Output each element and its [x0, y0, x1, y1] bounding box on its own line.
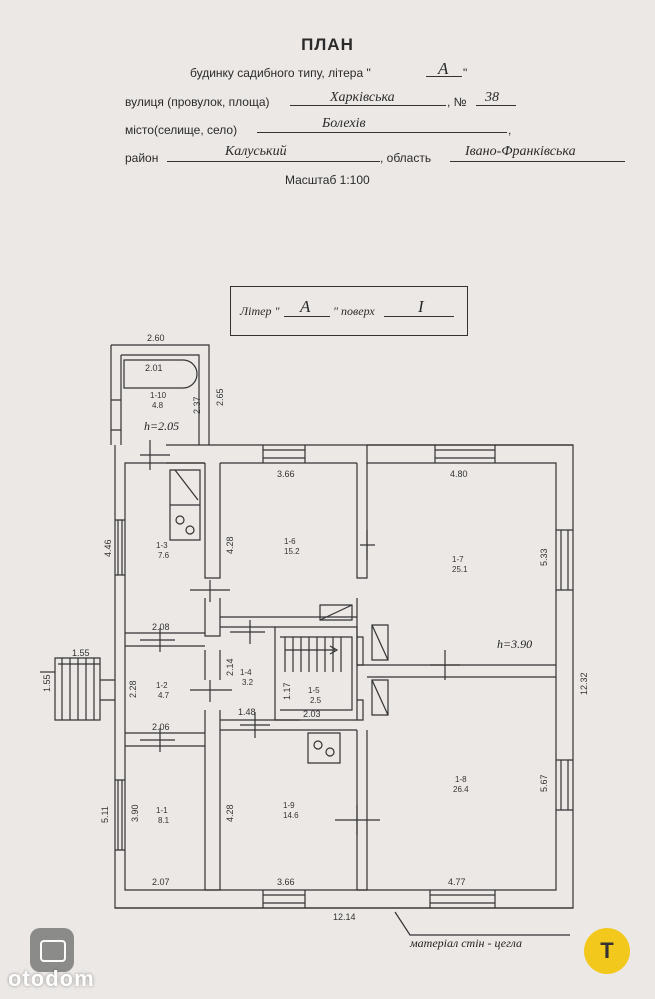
room-1-3-id: 1-3	[156, 541, 168, 550]
dim-1-17: 1.17	[282, 682, 292, 700]
dim-4-28-bot: 4.28	[225, 804, 235, 822]
room-1-2-area: 4.7	[158, 691, 170, 700]
height-small: h=2.05	[144, 419, 179, 433]
district-label: район	[125, 151, 159, 165]
dim-5-33: 5.33	[539, 548, 549, 566]
dim-12-14: 12.14	[333, 912, 356, 922]
room-1-6-area: 15.2	[284, 547, 300, 556]
city-label: місто(селище, село)	[125, 123, 238, 137]
room-1-8-area: 26.4	[453, 785, 469, 794]
room-1-9-area: 14.6	[283, 811, 299, 820]
room-1-4-area: 3.2	[242, 678, 254, 687]
text-recognition-icon[interactable]: T	[584, 928, 630, 974]
dim-12-32: 12.32	[579, 672, 589, 695]
region-value: Івано-Франківська	[465, 144, 576, 159]
room-1-3-area: 7.6	[158, 551, 170, 560]
room-1-2-id: 1-2	[156, 681, 168, 690]
floor-letter-value: А	[300, 297, 311, 316]
height-main: h=3.90	[497, 637, 532, 651]
camera-icon[interactable]	[30, 928, 74, 972]
number-label: , №	[447, 95, 467, 109]
dim-2-07: 2.07	[152, 877, 170, 887]
dim-5-67: 5.67	[539, 774, 549, 792]
room-1-10-area: 4.8	[152, 401, 164, 410]
floor-number-value: I	[418, 297, 424, 316]
dim-1-48: 1.48	[238, 707, 256, 717]
room-1-10-id: 1-10	[150, 391, 167, 400]
dim-1-55-top: 1.55	[72, 648, 90, 658]
dim-4-77: 4.77	[448, 877, 466, 887]
dim-2-06: 2.06	[152, 722, 170, 732]
floor-letter-label: Літер "	[240, 304, 280, 318]
room-1-1-id: 1-1	[156, 806, 168, 815]
room-1-6-id: 1-6	[284, 537, 296, 546]
street-label: вулиця (провулок, площа)	[125, 95, 270, 109]
dim-3-90: 3.90	[130, 804, 140, 822]
room-1-1-area: 8.1	[158, 816, 170, 825]
dim-2-08: 2.08	[152, 622, 170, 632]
subtitle-prefix: будинку садибного типу, літера "	[190, 66, 371, 80]
dim-1-55-side: 1.55	[42, 674, 52, 692]
dim-3-66-top: 3.66	[277, 469, 295, 479]
dim-2-01: 2.01	[145, 363, 163, 373]
dim-4-80: 4.80	[450, 469, 468, 479]
scale-label: Масштаб 1:100	[285, 173, 370, 187]
dim-2-60: 2.60	[147, 333, 165, 343]
room-1-5-area: 2.5	[310, 696, 322, 705]
dim-3-66-bot: 3.66	[277, 877, 295, 887]
page-title: ПЛАН	[301, 35, 354, 54]
subtitle-letter: А	[438, 59, 449, 78]
city-value: Болехів	[322, 116, 366, 131]
street-value: Харківська	[330, 90, 395, 105]
room-1-7-area: 25.1	[452, 565, 468, 574]
number-value: 38	[485, 90, 499, 105]
floor-box	[230, 286, 468, 336]
dim-2-65: 2.65	[215, 388, 225, 406]
dim-5-11: 5.11	[100, 806, 110, 823]
room-1-4-id: 1-4	[240, 668, 252, 677]
wall-material: матеріал стін - цегла	[409, 936, 522, 950]
room-1-8-id: 1-8	[455, 775, 467, 784]
district-value: Калуський	[225, 144, 287, 159]
room-1-7-id: 1-7	[452, 555, 464, 564]
subtitle-suffix: "	[463, 66, 468, 80]
dim-2-37: 2.37	[192, 396, 202, 414]
room-1-9-id: 1-9	[283, 801, 295, 810]
floor-number-label: " поверх	[333, 304, 375, 318]
dim-2-14: 2.14	[225, 658, 235, 676]
dim-2-03: 2.03	[303, 709, 321, 719]
dim-2-28: 2.28	[128, 680, 138, 698]
dim-4-46: 4.46	[103, 539, 113, 557]
brand-logo: otodom	[8, 966, 95, 991]
dim-4-28-top: 4.28	[225, 536, 235, 554]
room-1-5-id: 1-5	[308, 686, 320, 695]
region-label: , область	[380, 151, 432, 165]
